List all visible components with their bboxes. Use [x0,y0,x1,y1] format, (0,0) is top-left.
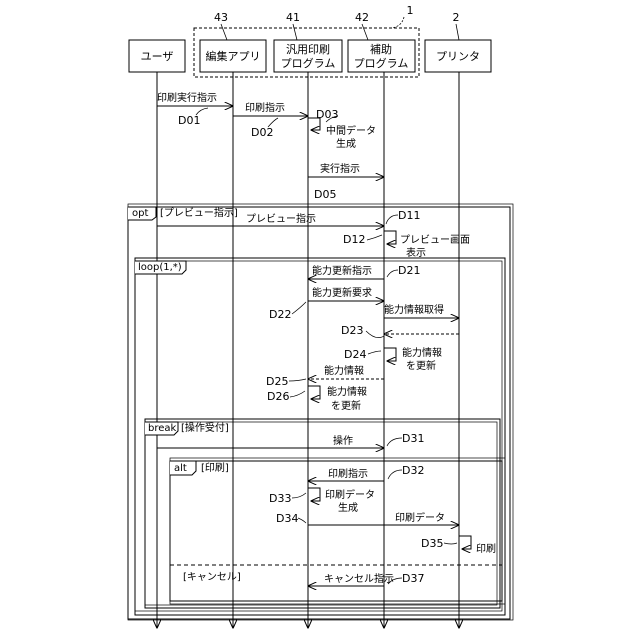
lifeline-label: プログラム [354,56,409,70]
message-preview-display: D12 プレビュー画面 表示 [343,231,470,259]
fragment-guard: [プレビュー指示] [160,206,238,219]
message-label: 能力情報 [324,364,364,377]
lifeline-printer: プリンタ [425,40,491,72]
lifeline-label: プログラム [281,56,336,70]
message-print-instruction-alt: 印刷指示 D32 [308,464,424,481]
message-ref: D33 [269,492,291,505]
message-print-instruction: 印刷指示 D02 [233,101,308,139]
message-label: プレビュー指示 [246,212,316,225]
fragment-guard: [印刷] [201,462,229,474]
message-ref: D05 [314,188,336,201]
ref-numeral-printer: 2 [453,11,460,24]
message-capability-return: D23 [341,324,459,337]
fragment-loop: loop(1,*) [135,258,505,615]
message-label: 印刷データ [395,511,445,524]
lifeline-edit-app: 編集アプリ [200,40,266,72]
message-ref: D23 [341,324,363,337]
message-label: 印刷指示 [328,467,368,480]
message-intermediate-data: D03 中間データ 生成 [308,108,376,150]
message-ref: D31 [402,432,424,445]
lifeline-label: 編集アプリ [206,49,261,63]
message-label: 能力更新指示 [312,264,372,277]
message-capability-acquire: 能力情報取得 [384,303,459,318]
fragment-keyword: break [148,423,177,434]
message-print-exec: 印刷実行指示 D01 [157,91,233,127]
message-label: を更新 [406,359,436,372]
message-ref: D03 [316,108,338,121]
message-ref: D11 [398,209,420,222]
lifeline-label: 汎用印刷 [286,42,330,56]
lifeline-aux-program: 補助 プログラム [348,40,415,72]
message-label: 印刷実行指示 [157,91,217,104]
message-label: 印刷 [476,543,496,555]
ref-numeral-system: 1 [407,4,414,17]
message-print-data: 印刷データ D34 [276,511,459,525]
message-label: 生成 [338,501,358,514]
message-capability-update-instruction: 能力更新指示 D21 [308,264,420,279]
lifeline-label: 補助 [370,42,392,56]
message-ref: D32 [402,464,424,477]
message-ref: D24 [344,348,366,361]
message-label: 印刷データ [325,488,375,501]
reference-numerals: 43 41 42 1 2 [214,4,460,40]
message-capability-update-request: 能力更新要求 D22 [269,286,384,321]
lifeline-general-print-program: 汎用印刷 プログラム [274,40,342,72]
message-label: プレビュー画面 [400,234,470,246]
message-print-data-generate: D33 印刷データ 生成 [269,488,375,514]
ref-numeral-edit-app: 43 [214,11,228,24]
message-label: を更新 [331,399,361,412]
message-ref: D25 [266,375,288,388]
message-ref: D22 [269,308,291,321]
message-label: 表示 [406,246,426,259]
ref-numeral-aux-program: 42 [355,11,369,24]
message-label: 実行指示 [320,162,360,175]
message-exec-instruction: 実行指示 D05 [308,162,384,201]
message-capability-update-general: D26 能力情報 を更新 [267,385,367,412]
fragment-guard: [操作受付] [181,421,229,434]
fragment-guard: [キャンセル] [183,571,241,583]
message-cancel-instruction: キャンセル指示 D37 [308,572,424,586]
lifeline-label: ユーザ [141,50,174,63]
message-ref: D02 [251,126,273,139]
message-label: 印刷指示 [245,101,285,114]
message-label: 能力情報 [327,385,367,398]
message-ref: D21 [398,264,420,277]
message-label: キャンセル指示 [324,572,394,585]
message-label: 能力情報 [402,346,442,359]
message-capability-info: 能力情報 D25 [266,364,384,388]
message-label: 能力情報取得 [384,303,444,316]
fragment-keyword: opt [132,208,148,219]
message-ref: D37 [402,572,424,585]
message-ref: D34 [276,512,298,525]
message-label: 操作 [333,434,353,447]
message-label: 生成 [336,137,356,150]
message-ref: D12 [343,233,365,246]
fragment-keyword: loop(1,*) [138,262,182,273]
message-ref: D26 [267,390,289,403]
ref-numeral-general-print: 41 [286,11,300,24]
lifeline-user: ユーザ [129,40,185,72]
fragment-keyword: alt [174,463,187,474]
lifeline-label: プリンタ [436,50,480,63]
message-label: 中間データ [326,124,376,137]
message-ref: D01 [178,114,200,127]
message-label: 能力更新要求 [312,286,372,299]
message-ref: D35 [421,537,443,550]
